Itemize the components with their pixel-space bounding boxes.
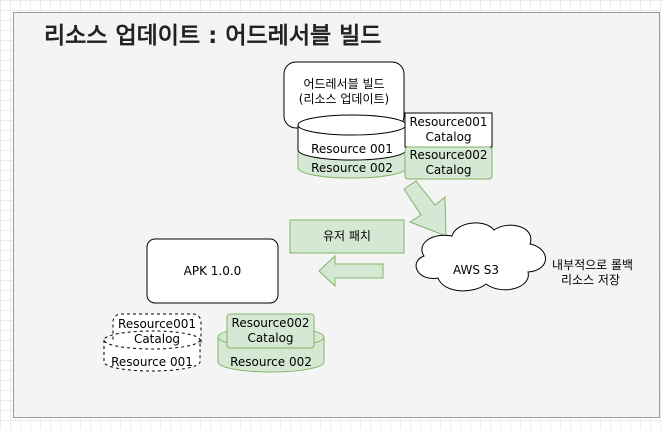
apk-resource-001-label: Resource 001 — [111, 355, 193, 369]
page-title: 리소스 업데이트 : 어드레서블 빌드 — [44, 23, 382, 49]
apk-catalog-002-box — [226, 313, 315, 349]
build-catalog-002-box — [404, 146, 493, 180]
rollback-note-line2: 리소스 저장 — [561, 273, 621, 287]
build-catalog-002-line2: Catalog — [425, 163, 472, 177]
build-cylinder-top — [297, 114, 407, 136]
apk-resource-001-top — [103, 330, 201, 350]
build-resource-001-label: Resource 001 — [311, 142, 393, 156]
rollback-note: 내부적으로 롤백 리소스 저장 — [552, 258, 652, 292]
rollback-note-line1: 내부적으로 롤백 — [552, 258, 634, 272]
upload-arrow — [403, 180, 447, 237]
apk-catalog-001-line2: Catalog — [133, 332, 181, 346]
apk-resource-001-cylinder — [103, 330, 201, 372]
build-resource-002-label: Resource 002 — [311, 161, 393, 175]
aws-s3-label: AWS S3 — [452, 262, 500, 277]
build-box-label: 어드레서블 빌드 (리소스 업데이트) — [284, 74, 404, 110]
aws-s3-cloud — [415, 222, 546, 292]
patch-arrow — [318, 254, 384, 288]
apk-label: APK 1.0.0 — [183, 263, 242, 278]
user-patch-box — [289, 219, 405, 254]
apk-catalog-002-line1: Resource002 — [231, 316, 310, 330]
apk-box — [146, 238, 279, 304]
build-catalog-001-line1: Resource001 — [409, 115, 488, 129]
user-patch-label: 유저 패치 — [323, 229, 371, 243]
build-resource-cylinder — [297, 114, 407, 179]
apk-catalog-001-line1: Resource001 — [118, 317, 196, 331]
build-label-line2: (리소스 업데이트) — [298, 92, 390, 106]
apk-catalog-002-line2: Catalog — [247, 331, 294, 345]
apk-catalog-001-label: Resource001 Catalog — [113, 314, 201, 350]
build-catalog-002-line1: Resource002 — [409, 148, 488, 162]
build-catalog-002-label: Resource002 Catalog — [405, 147, 492, 179]
build-catalog-001-line2: Catalog — [425, 130, 472, 144]
build-label-line1: 어드레서블 빌드 — [303, 77, 385, 91]
build-catalog-001-label: Resource001 Catalog — [405, 113, 492, 147]
apk-resource-002-label: Resource 002 — [230, 355, 312, 369]
apk-catalog-002-label: Resource002 Catalog — [227, 314, 314, 348]
